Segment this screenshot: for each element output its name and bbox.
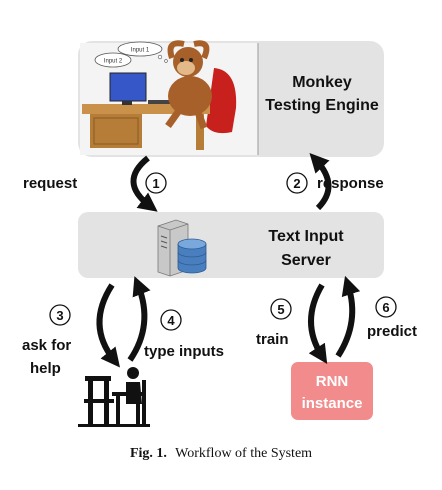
arrow-train	[308, 283, 328, 365]
user-at-desk-icon	[78, 367, 150, 427]
monkey-illustration: Input 1 Input 2	[80, 40, 259, 155]
bubble-input-2: Input 2	[104, 59, 123, 65]
rnn-title-line1: RNN	[316, 373, 349, 390]
step-1-marker: 1	[145, 172, 167, 194]
engine-title-line2: Testing Engine	[265, 97, 379, 114]
caption-text: Workflow of the System	[175, 446, 312, 461]
step-2-number: 2	[293, 176, 300, 191]
rnn-box-bg	[291, 362, 373, 420]
step-1-number: 1	[152, 176, 159, 191]
engine-title-line1: Monkey	[292, 74, 352, 91]
monkey-testing-engine-box: Input 1 Input 2 Monkey Testing Engine	[78, 40, 384, 157]
step-4-label: type inputs	[144, 343, 224, 360]
step-3-label-line1: ask for	[22, 337, 71, 354]
text-input-server-box: Text Input Server	[78, 212, 384, 278]
step-5-number: 5	[277, 302, 284, 317]
step-2-label: response	[317, 175, 384, 192]
server-box-bg	[78, 212, 384, 278]
figure-caption: Fig. 1. Workflow of the System	[130, 446, 312, 461]
step-6-marker: 6	[375, 296, 397, 318]
step-5-label: train	[256, 331, 289, 348]
server-database-icon	[157, 219, 207, 277]
rnn-title-line2: instance	[302, 395, 363, 412]
arrow-response	[309, 152, 332, 211]
rnn-instance-box: RNN instance	[291, 362, 373, 420]
step-3-label-line2: help	[30, 360, 61, 377]
step-6-label: predict	[367, 323, 417, 340]
step-3-marker: 3	[49, 304, 71, 326]
arrow-ask-for-help	[96, 283, 120, 368]
arrow-request	[130, 155, 158, 212]
step-3-number: 3	[56, 308, 63, 323]
arrow-type-inputs	[127, 276, 151, 362]
server-title-line1: Text Input	[268, 228, 344, 245]
step-4-marker: 4	[160, 309, 182, 331]
step-1-label: request	[23, 175, 77, 192]
server-title-line2: Server	[281, 252, 331, 269]
caption-prefix: Fig. 1.	[130, 446, 167, 461]
bubble-input-1: Input 1	[131, 48, 150, 54]
step-4-number: 4	[167, 313, 175, 328]
step-5-marker: 5	[270, 298, 292, 320]
step-6-number: 6	[382, 300, 389, 315]
step-2-marker: 2	[286, 172, 308, 194]
arrows	[96, 152, 361, 368]
arrow-predict	[335, 275, 361, 358]
